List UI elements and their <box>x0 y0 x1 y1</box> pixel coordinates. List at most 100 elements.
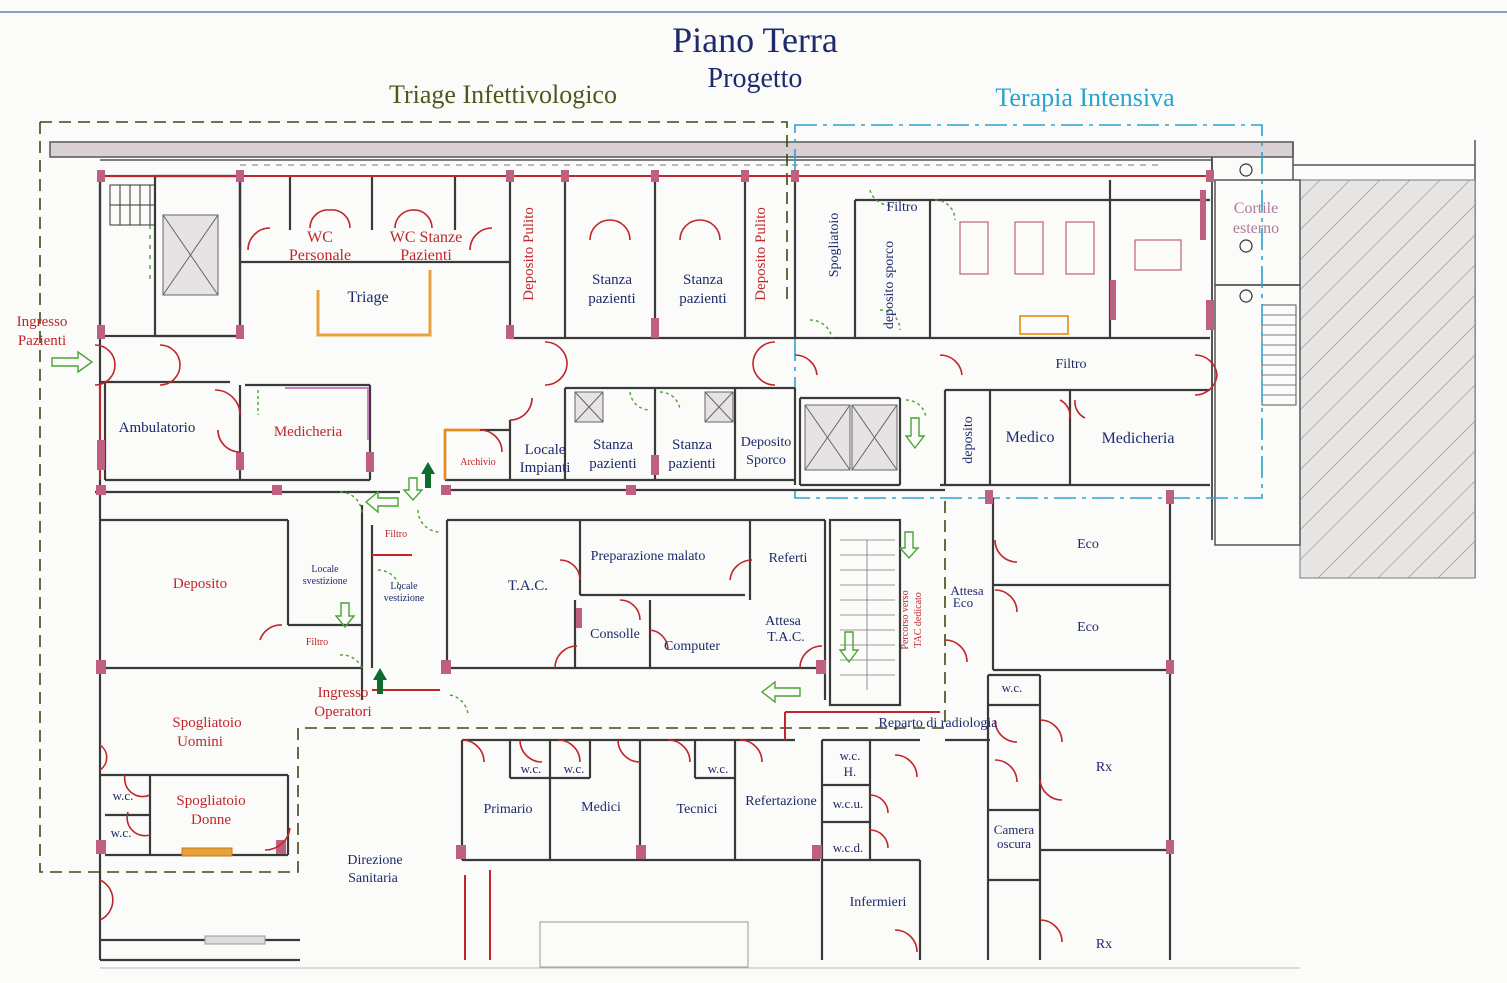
label-ambulatorio: Ambulatorio <box>119 420 196 436</box>
label-consolle: Consolle <box>590 627 640 642</box>
label-deposito-sporco: Deposito <box>741 435 792 450</box>
arrow-down-icon <box>402 477 424 502</box>
label-medicheria-ti: Medicheria <box>1102 430 1175 447</box>
label-filtro-ti: Filtro <box>1055 357 1086 372</box>
plan-subtitle: Progetto <box>708 63 803 94</box>
label-wc-u: w.c.u. <box>833 796 864 811</box>
label-cortile-2: esterno <box>1233 220 1279 237</box>
label-wc-h: w.c. <box>840 748 861 763</box>
green-doors <box>149 189 956 716</box>
label-locale-svestizione: Locale <box>311 564 339 575</box>
arrow-right-icon <box>51 350 94 374</box>
label-computer: Computer <box>664 639 720 654</box>
label-eco-2: Eco <box>1077 620 1099 635</box>
label-wc-medici: w.c. <box>564 761 585 776</box>
label-primario: Primario <box>484 802 533 817</box>
label-archivio: Archivio <box>460 457 496 468</box>
label-stanza-pazienti-c-2: pazienti <box>589 456 636 472</box>
label-medico: Medico <box>1006 429 1055 446</box>
arrow-down-icon <box>904 417 926 450</box>
label-wc-h-2: H. <box>844 764 857 779</box>
label-rx-1: Rx <box>1096 760 1112 775</box>
label-wc-personale: WC <box>307 229 333 246</box>
label-filtro-b: Filtro <box>306 637 328 648</box>
walls <box>95 174 1210 962</box>
label-attesa-eco-2: Eco <box>953 595 973 610</box>
arrow-down-icon <box>838 631 860 664</box>
label-deposito-pulito-a: Deposito Pulito <box>521 207 537 301</box>
label-infermieri: Infermieri <box>850 895 907 910</box>
label-eco-1: Eco <box>1077 537 1099 552</box>
label-stanza-pazienti-b-2: pazienti <box>679 291 726 307</box>
stairs-upper-left <box>109 184 156 226</box>
label-stanza-pazienti-a-2: pazienti <box>588 291 635 307</box>
label-locale-vestizione-2: vestizione <box>384 593 425 604</box>
pillars <box>96 170 1214 859</box>
stairs-central <box>840 539 895 690</box>
label-attesa-tac-2: T.A.C. <box>767 630 804 645</box>
arrow-up-icon <box>421 462 435 488</box>
label-stanza-pazienti-a: Stanza <box>592 272 632 288</box>
icu-beds <box>959 221 1182 335</box>
label-ingresso-pazienti: Ingresso <box>17 314 68 330</box>
label-wc-radiologia: w.c. <box>1002 680 1023 695</box>
label-deposito-v: deposito <box>961 416 976 463</box>
arrow-down-icon <box>898 531 920 560</box>
archivio-room <box>443 428 480 480</box>
label-preparazione-malato: Preparazione malato <box>591 549 706 564</box>
label-spogliatoio-ti: Spogliatoio <box>827 213 842 278</box>
label-camera-oscura: Camera <box>994 822 1035 837</box>
label-deposito-sporco-2: Sporco <box>746 453 786 468</box>
label-wc-d: w.c.d. <box>833 840 864 855</box>
label-deposito-pulito-b: Deposito Pulito <box>753 207 769 301</box>
zone-label-terapia: Terapia Intensiva <box>995 83 1175 112</box>
label-locale-svestizione-2: svestizione <box>303 576 348 587</box>
label-wc-stanze-2: Pazienti <box>400 247 452 264</box>
label-medici: Medici <box>581 800 621 815</box>
label-refertazione: Refertazione <box>745 794 817 809</box>
label-wc-primario: w.c. <box>521 761 542 776</box>
label-wc-stanze: WC Stanze <box>390 229 462 246</box>
pink-partition <box>285 387 369 440</box>
label-spogliatoio-uomini: Spogliatoio <box>172 715 241 731</box>
zone-label-triage: Triage Infettivologico <box>389 80 617 109</box>
label-locale-impianti: Locale <box>525 442 566 458</box>
label-reparto-radiologia: Reparto di radiologia <box>879 716 999 731</box>
label-locale-vestizione: Locale <box>390 581 418 592</box>
label-wc-a: w.c. <box>113 788 134 803</box>
label-ingresso-operatori: Ingresso <box>318 685 369 701</box>
arrow-left-icon <box>760 680 801 704</box>
label-percorso-tac: Percorso verso <box>900 590 911 649</box>
label-spogliatoio-uomini-2: Uomini <box>177 734 223 750</box>
arrow-left-icon <box>364 490 399 514</box>
label-medicheria: Medicheria <box>274 424 343 440</box>
label-deposito: Deposito <box>173 576 227 592</box>
label-direzione-sanitaria-2: Sanitaria <box>348 871 399 886</box>
green-up-arrows <box>373 462 435 694</box>
label-stanza-pazienti-c: Stanza <box>593 437 633 453</box>
label-wc-personale-2: Personale <box>289 247 351 264</box>
elevator-icon <box>162 214 898 471</box>
label-stanza-pazienti-d-2: pazienti <box>668 456 715 472</box>
external-hatch <box>1299 179 1476 579</box>
label-wc-b: w.c. <box>111 825 132 840</box>
label-referti: Referti <box>769 551 808 566</box>
cortile-esterno <box>1214 163 1301 546</box>
label-rx-2: Rx <box>1096 937 1112 952</box>
arrow-down-icon <box>334 602 356 629</box>
arrow-up-icon <box>373 668 387 694</box>
bottom-features <box>100 847 1300 969</box>
label-attesa-tac: Attesa <box>765 614 802 629</box>
plan-title: Piano Terra <box>672 20 838 60</box>
label-direzione-sanitaria: Direzione <box>347 853 402 868</box>
label-stanza-pazienti-d: Stanza <box>672 437 712 453</box>
label-attesa-eco: Attesa <box>950 583 983 598</box>
zone-outline-triage <box>39 121 946 873</box>
label-tac: T.A.C. <box>508 578 548 594</box>
label-filtro-a: Filtro <box>385 529 407 540</box>
label-tecnici: Tecnici <box>677 802 718 817</box>
label-filtro-ti-top: Filtro <box>886 200 917 215</box>
label-ingresso-pazienti-2: Pazienti <box>18 333 66 349</box>
label-triage: Triage <box>347 289 388 306</box>
door-swings <box>94 209 1218 953</box>
